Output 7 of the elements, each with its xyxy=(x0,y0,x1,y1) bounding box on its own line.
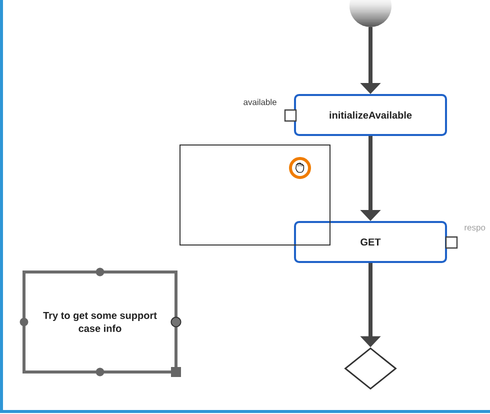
action-box: initializeAvailable xyxy=(294,94,447,136)
start-circle xyxy=(350,0,392,27)
port-label: available xyxy=(244,98,276,106)
note-box: Try to get some support case info xyxy=(22,270,178,374)
port-label: respo xyxy=(464,226,486,232)
action-box: GET xyxy=(294,221,447,263)
empty-box xyxy=(180,144,330,246)
